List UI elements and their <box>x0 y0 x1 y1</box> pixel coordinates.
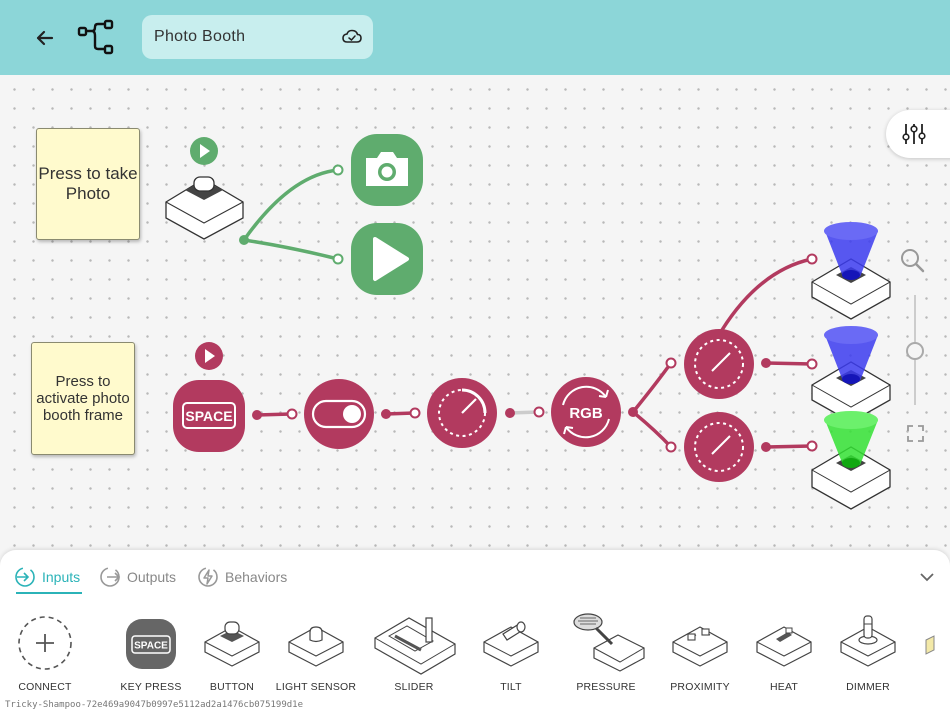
sliders-icon <box>902 124 926 144</box>
flow-graph: SPACE <box>165 134 925 510</box>
rgb-label: RGB <box>569 405 603 422</box>
pressure-icon <box>573 613 645 672</box>
tool-tilt[interactable]: TILT <box>466 610 556 700</box>
more-tools-peek[interactable] <box>924 632 936 656</box>
tool-label: SLIDER <box>394 681 434 693</box>
partial-tool-icon <box>925 635 935 655</box>
tab-label: Inputs <box>42 569 81 585</box>
note-activate-frame[interactable]: Press to activate photo booth frame <box>31 342 135 455</box>
fit-screen-icon[interactable] <box>907 425 924 442</box>
tool-label: HEAT <box>769 681 799 693</box>
top-bar: Photo Booth <box>0 0 950 75</box>
light-node-1[interactable] <box>811 222 891 320</box>
cloud-sync-icon[interactable] <box>341 27 363 47</box>
tool-connect[interactable]: CONNECT <box>0 610 90 700</box>
tool-label: DIMMER <box>846 681 890 693</box>
tool-key-press[interactable]: SPACE KEY PRESS <box>106 610 196 700</box>
settings-button[interactable] <box>886 110 950 158</box>
timer-node-2[interactable] <box>684 329 754 399</box>
note-text: Press to activate photo booth frame <box>36 373 130 424</box>
tool-heat[interactable]: HEAT <box>739 610 829 700</box>
zoom-search-icon[interactable] <box>901 249 925 273</box>
tab-label: Behaviors <box>225 569 288 585</box>
light-sensor-icon <box>288 626 344 667</box>
button-node[interactable] <box>165 176 244 240</box>
tool-label: TILT <box>500 681 522 693</box>
project-title-field[interactable]: Photo Booth <box>142 15 373 59</box>
key-label: SPACE <box>185 408 232 424</box>
timer-node-3[interactable] <box>684 412 754 482</box>
tool-label: LIGHT SENSOR <box>275 681 357 693</box>
build-id: Tricky-Shampoo-72e469a9047b0997e5112ad2a… <box>5 700 304 710</box>
maroon-links[interactable] <box>252 253 818 453</box>
note-take-photo[interactable]: Press to take Photo <box>36 128 140 240</box>
tilt-icon <box>483 621 539 667</box>
play-media-node[interactable] <box>351 223 423 295</box>
tab-behaviors[interactable]: Behaviors <box>197 566 287 588</box>
tool-label: BUTTON <box>209 681 255 693</box>
key-press-icon: SPACE <box>126 619 176 669</box>
green-connections[interactable] <box>239 164 344 265</box>
play-trigger-icon[interactable] <box>190 137 218 165</box>
dimmer-icon <box>840 615 896 667</box>
heat-icon <box>756 626 812 667</box>
note-text: Press to take Photo <box>38 164 138 203</box>
play-trigger-icon-2[interactable] <box>195 342 223 370</box>
key-press-icon-text: SPACE <box>134 641 168 652</box>
arrow-left-icon <box>36 30 54 46</box>
tool-slider[interactable]: SLIDER <box>369 610 459 700</box>
component-panel: Inputs Outputs Behaviors CONNECT SPACE K <box>0 550 950 713</box>
chevron-down-icon[interactable] <box>918 570 936 584</box>
active-tab-indicator <box>16 592 82 594</box>
button-icon <box>204 621 260 667</box>
tab-outputs[interactable]: Outputs <box>99 566 176 588</box>
inputs-icon <box>15 567 35 587</box>
behaviors-icon <box>198 567 218 587</box>
tab-inputs[interactable]: Inputs <box>14 566 80 588</box>
toggle-node[interactable] <box>304 379 374 449</box>
timer-node[interactable] <box>427 378 497 448</box>
tool-light-sensor[interactable]: LIGHT SENSOR <box>271 610 361 700</box>
proximity-icon <box>672 626 728 667</box>
outputs-icon <box>100 567 121 587</box>
flow-view-button[interactable] <box>76 18 116 58</box>
camera-node[interactable] <box>351 134 423 206</box>
zoom-slider[interactable] <box>906 295 924 405</box>
flow-canvas[interactable]: Press to take Photo Press to activate ph… <box>0 75 950 550</box>
tool-label: PROXIMITY <box>670 681 730 693</box>
tool-label: KEY PRESS <box>120 681 182 693</box>
tool-button[interactable]: BUTTON <box>187 610 277 700</box>
slider-icon <box>374 617 456 675</box>
tool-label: CONNECT <box>18 681 72 693</box>
tab-label: Outputs <box>127 569 177 585</box>
connect-icon <box>18 616 72 670</box>
tool-dimmer[interactable]: DIMMER <box>823 610 913 700</box>
flow-tree-icon <box>77 19 114 55</box>
tool-label: PRESSURE <box>576 681 636 693</box>
key-press-node[interactable]: SPACE <box>173 380 245 452</box>
tool-proximity[interactable]: PROXIMITY <box>655 610 745 700</box>
light-node-3[interactable] <box>811 411 891 510</box>
tool-pressure[interactable]: PRESSURE <box>561 610 651 700</box>
rgb-node[interactable]: RGB <box>551 377 621 447</box>
project-title: Photo Booth <box>154 28 246 45</box>
light-node-2[interactable] <box>811 326 891 423</box>
back-button[interactable] <box>30 24 60 52</box>
